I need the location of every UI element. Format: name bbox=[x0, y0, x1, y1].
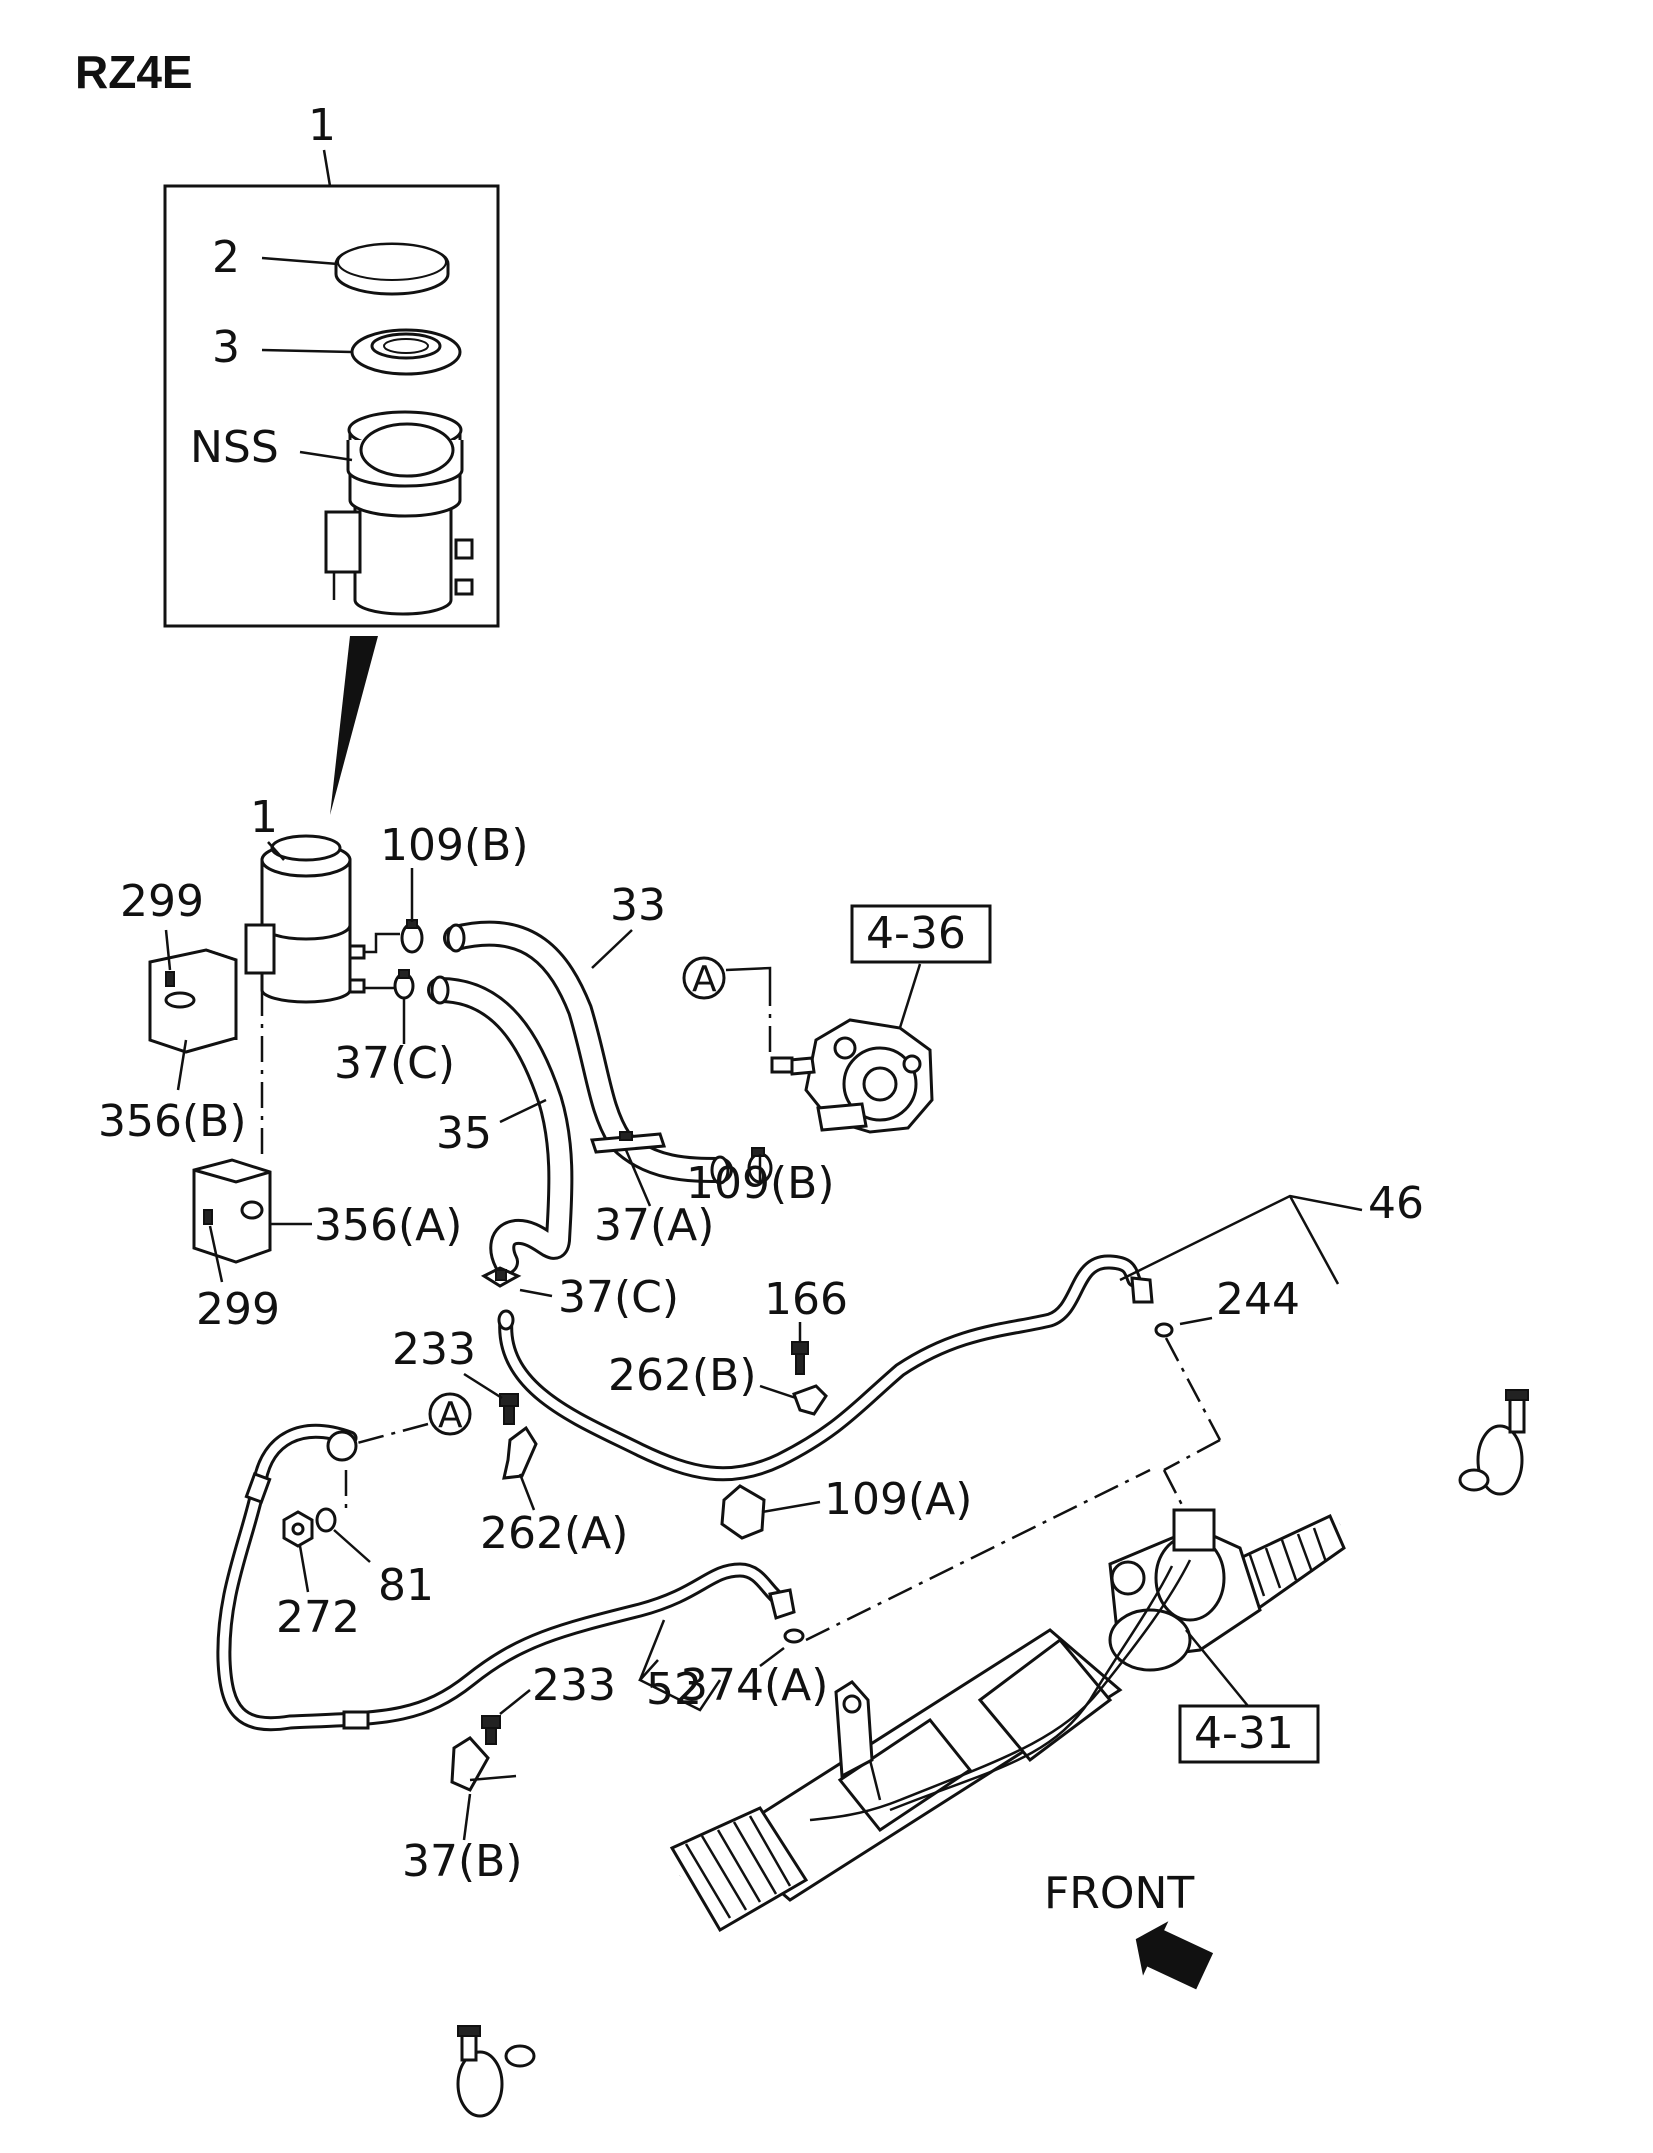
clip-262a bbox=[502, 1425, 538, 1480]
front-arrow-icon bbox=[1135, 1921, 1214, 1990]
front-label: FRONT bbox=[1044, 1868, 1194, 1919]
bolt-166 bbox=[791, 1341, 809, 1375]
callout-262a: 262(A) bbox=[480, 1508, 628, 1559]
marker-a-top: A bbox=[682, 956, 726, 1000]
callout-37c-top: 37(C) bbox=[334, 1038, 455, 1089]
callout-3: 3 bbox=[212, 322, 240, 373]
bolt-299-top bbox=[165, 971, 175, 987]
inset-pointer bbox=[330, 636, 378, 815]
clip-37b bbox=[450, 1736, 517, 1792]
oring-374a bbox=[783, 1628, 805, 1644]
hose-35 bbox=[427, 975, 574, 1275]
return-pipe-46 bbox=[497, 1254, 1154, 1482]
callout-299-top: 299 bbox=[120, 876, 204, 927]
pump-ref-box: 4-36 bbox=[850, 904, 992, 964]
callout-233-top: 233 bbox=[392, 1324, 476, 1375]
pressure-pipe-52 bbox=[216, 1423, 796, 1732]
steering-gear-assembly bbox=[456, 1389, 1529, 2118]
nut-272 bbox=[282, 1510, 314, 1548]
bolt-299-bottom bbox=[203, 1209, 213, 1225]
callout-356a: 356(A) bbox=[314, 1200, 462, 1251]
callout-1-inset: 1 bbox=[308, 100, 336, 151]
reservoir-inset: 1 2 3 NSS bbox=[163, 100, 500, 628]
callout-2: 2 bbox=[212, 232, 240, 283]
callout-109b-top: 109(B) bbox=[380, 820, 529, 871]
callout-35: 35 bbox=[436, 1108, 492, 1159]
reservoir-body-nss bbox=[324, 410, 474, 616]
clamp-109a bbox=[720, 1484, 766, 1540]
callout-233-bottom: 233 bbox=[532, 1660, 616, 1711]
reservoir-installed bbox=[244, 834, 366, 1004]
hose-33 bbox=[443, 920, 733, 1185]
marker-a-bottom: A bbox=[428, 1392, 472, 1436]
callout-37c-mid: 37(C) bbox=[558, 1272, 679, 1323]
callout-46: 46 bbox=[1368, 1178, 1424, 1229]
callout-37b: 37(B) bbox=[402, 1836, 523, 1887]
marker-a-top-letter: A bbox=[692, 959, 717, 1000]
bolt-233-bottom bbox=[481, 1715, 501, 1745]
clamp-37c-top bbox=[393, 969, 415, 1000]
clamp-109b-top bbox=[400, 919, 424, 954]
callout-272: 272 bbox=[276, 1592, 360, 1643]
callout-166: 166 bbox=[764, 1274, 848, 1325]
gear-ref-box: 4-31 bbox=[1178, 1704, 1320, 1764]
reservoir-seal bbox=[350, 328, 462, 376]
bolt-233-top bbox=[499, 1393, 519, 1425]
callout-356b: 356(B) bbox=[98, 1096, 247, 1147]
clip-37a bbox=[589, 1131, 667, 1154]
gear-reference-label: 4-31 bbox=[1194, 1708, 1294, 1759]
callout-37a: 37(A) bbox=[594, 1200, 714, 1251]
callout-244: 244 bbox=[1216, 1274, 1300, 1325]
oring-244 bbox=[1154, 1322, 1174, 1338]
pump-reference-label: 4-36 bbox=[866, 908, 966, 959]
callout-109a: 109(A) bbox=[824, 1474, 972, 1525]
marker-a-bottom-letter: A bbox=[438, 1395, 463, 1436]
model-code-label: RZ4E bbox=[75, 46, 193, 98]
callout-1-reservoir: 1 bbox=[250, 792, 278, 843]
callout-nss: NSS bbox=[190, 422, 279, 473]
clip-262b bbox=[792, 1384, 828, 1416]
callout-262b: 262(B) bbox=[608, 1350, 757, 1401]
power-steering-pump bbox=[770, 1018, 934, 1134]
clamp-37c-mid bbox=[480, 1266, 522, 1288]
callout-81: 81 bbox=[378, 1560, 434, 1611]
callout-374a: 374(A) bbox=[680, 1660, 828, 1711]
bracket-356b bbox=[148, 948, 238, 1054]
reservoir-cap bbox=[334, 242, 450, 296]
washer-81 bbox=[315, 1507, 337, 1533]
callout-299-bottom: 299 bbox=[196, 1284, 280, 1335]
callout-33: 33 bbox=[610, 880, 666, 931]
